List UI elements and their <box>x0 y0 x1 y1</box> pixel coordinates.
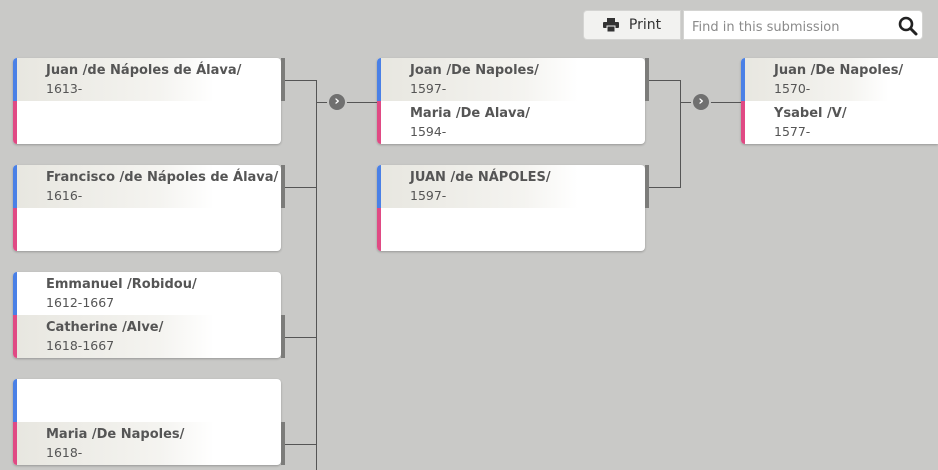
mother-slot[interactable]: Ysabel /V/ 1577- <box>741 101 938 144</box>
person-dates: 1597- <box>410 188 447 203</box>
mother-slot[interactable] <box>377 208 645 251</box>
person-name: Catherine /Alve/ <box>46 320 164 335</box>
connector-line <box>316 80 317 470</box>
connector-stub <box>281 315 285 358</box>
family-card[interactable]: JUAN /de NÁPOLES/ 1597- <box>377 165 645 251</box>
print-button[interactable]: Print <box>583 10 681 40</box>
connector-line <box>285 187 316 188</box>
person-dates: 1612-1667 <box>46 295 115 310</box>
father-slot[interactable] <box>13 379 281 422</box>
person-name: Francisco /de Nápoles de Álava/ <box>46 170 279 185</box>
person-name: JUAN /de NÁPOLES/ <box>410 170 551 185</box>
connector-line <box>649 80 680 81</box>
father-slot[interactable]: Juan /De Napoles/ 1570- <box>741 58 938 101</box>
person-name: Joan /De Napoles/ <box>410 63 539 78</box>
connector-stub <box>645 58 649 101</box>
person-dates: 1616- <box>46 188 83 203</box>
search-box <box>683 10 923 40</box>
connector-stub <box>281 58 285 101</box>
toolbar: Print <box>583 10 923 40</box>
family-card[interactable]: Francisco /de Nápoles de Álava/ 1616- <box>13 165 281 251</box>
person-name: Juan /de Nápoles de Álava/ <box>46 63 242 78</box>
search-icon[interactable] <box>898 16 918 36</box>
print-label: Print <box>628 17 662 33</box>
person-dates: 1618-1667 <box>46 338 115 353</box>
person-name: Maria /De Napoles/ <box>46 427 185 442</box>
search-input[interactable] <box>690 17 894 37</box>
family-card[interactable]: Maria /De Napoles/ 1618- <box>13 379 281 465</box>
connector-line <box>649 187 680 188</box>
father-slot[interactable]: Joan /De Napoles/ 1597- <box>377 58 645 101</box>
father-slot[interactable]: JUAN /de NÁPOLES/ 1597- <box>377 165 645 208</box>
family-card[interactable]: Emmanuel /Robidou/ 1612-1667 Catherine /… <box>13 272 281 358</box>
mother-slot[interactable]: Maria /De Napoles/ 1618- <box>13 422 281 465</box>
father-slot[interactable]: Francisco /de Nápoles de Álava/ 1616- <box>13 165 281 208</box>
mother-slot[interactable] <box>13 101 281 144</box>
connector-line <box>285 444 316 445</box>
person-dates: 1597- <box>410 81 447 96</box>
printer-icon <box>602 18 619 32</box>
mother-slot[interactable]: Maria /De Alava/ 1594- <box>377 101 645 144</box>
person-dates: 1618- <box>46 445 83 460</box>
person-name: Ysabel /V/ <box>774 106 847 121</box>
person-name: Juan /De Napoles/ <box>774 63 904 78</box>
person-name: Maria /De Alava/ <box>410 106 531 121</box>
person-dates: 1613- <box>46 81 83 96</box>
father-slot[interactable]: Emmanuel /Robidou/ 1612-1667 <box>13 272 281 315</box>
expand-chevron-icon[interactable]: › <box>691 92 711 112</box>
family-card[interactable]: Juan /de Nápoles de Álava/ 1613- <box>13 58 281 144</box>
mother-slot[interactable] <box>13 208 281 251</box>
connector-stub <box>281 165 285 208</box>
family-card[interactable]: Juan /De Napoles/ 1570- Ysabel /V/ 1577- <box>741 58 938 144</box>
connector-line <box>285 80 316 81</box>
person-dates: 1577- <box>774 124 811 139</box>
person-dates: 1570- <box>774 81 811 96</box>
connector-line <box>680 80 681 188</box>
family-card[interactable]: Joan /De Napoles/ 1597- Maria /De Alava/… <box>377 58 645 144</box>
mother-slot[interactable]: Catherine /Alve/ 1618-1667 <box>13 315 281 358</box>
father-slot[interactable]: Juan /de Nápoles de Álava/ 1613- <box>13 58 281 101</box>
connector-stub <box>281 422 285 465</box>
person-dates: 1594- <box>410 124 447 139</box>
connector-line <box>285 337 316 338</box>
expand-chevron-icon[interactable]: › <box>327 92 347 112</box>
connector-stub <box>645 165 649 208</box>
person-name: Emmanuel /Robidou/ <box>46 277 197 292</box>
